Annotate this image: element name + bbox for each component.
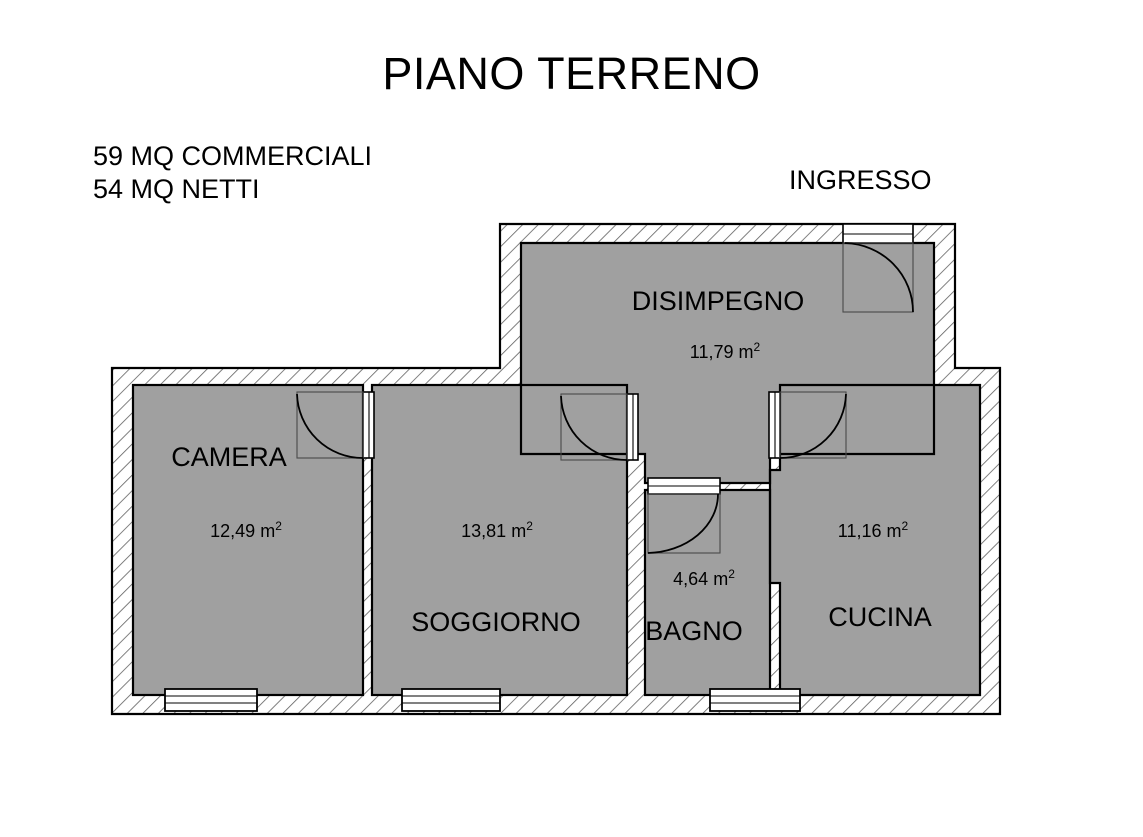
room-label-disimpegno: DISIMPEGNO [632, 286, 805, 316]
building-outline [110, 222, 1002, 716]
room-area-camera: 12,49 m2 [210, 519, 282, 541]
room-labels: DISIMPEGNO 11,79 m2 CAMERA 12,49 m2 SOGG… [171, 286, 932, 646]
bagno-window [709, 688, 801, 712]
room-area-soggiorno: 13,81 m2 [461, 519, 533, 541]
room-area-disimpegno: 11,79 m2 [690, 340, 761, 362]
room-label-bagno: BAGNO [645, 616, 743, 646]
wall-outlines [110, 222, 1002, 716]
cucina-door[interactable] [768, 391, 847, 459]
bagno-door[interactable] [647, 477, 721, 554]
soggiorno-window [401, 688, 501, 712]
room-label-cucina: CUCINA [828, 602, 932, 632]
room-area-bagno: 4,64 m2 [673, 567, 735, 589]
room-label-soggiorno: SOGGIORNO [411, 607, 581, 637]
room-area-cucina: 11,16 m2 [838, 519, 909, 541]
entrance-door[interactable] [842, 223, 914, 313]
cucina-outline [768, 383, 982, 697]
soggiorno-door[interactable] [560, 393, 639, 461]
room-label-camera: CAMERA [171, 442, 287, 472]
camera-window [164, 688, 258, 712]
camera-door[interactable] [296, 391, 375, 459]
